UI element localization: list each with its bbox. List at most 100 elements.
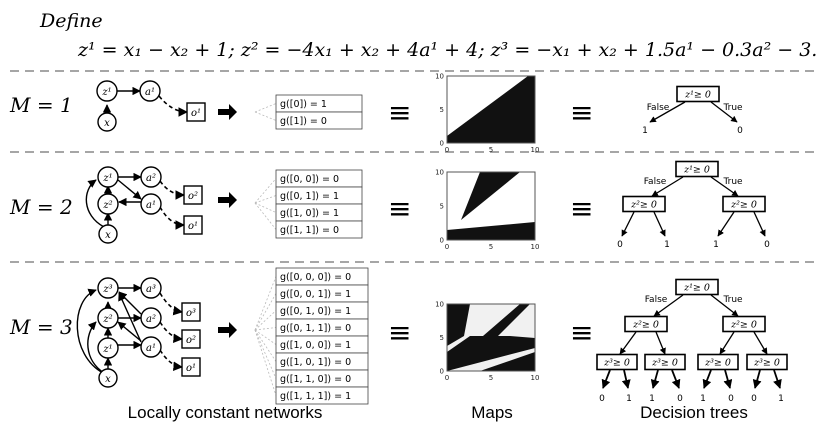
svg-text:z²: z² xyxy=(102,314,112,325)
node-a3 xyxy=(140,277,162,299)
equiv-symbol: ≡ xyxy=(388,96,411,129)
branch-label-false: False xyxy=(644,177,667,187)
tree-node xyxy=(624,315,668,333)
node-o2 xyxy=(183,185,203,205)
branch-label-false: False xyxy=(645,295,668,305)
map-x-tick: 0 xyxy=(445,243,449,251)
map-y-tick: 5 xyxy=(440,334,444,342)
tree-node xyxy=(675,278,719,296)
tree-node xyxy=(697,353,739,371)
leaf-value: 0 xyxy=(737,126,743,136)
map-x-tick: 0 xyxy=(445,374,449,382)
map-x-tick: 5 xyxy=(489,243,493,251)
svg-text:x: x xyxy=(105,374,111,385)
table-cell: g([0, 1, 1]) = 0 xyxy=(280,323,351,334)
leaf-value: 1 xyxy=(778,394,784,404)
tree-node xyxy=(644,353,686,371)
svg-text:a¹: a¹ xyxy=(145,87,155,98)
node-o3 xyxy=(181,302,201,322)
node-a1 xyxy=(140,193,162,215)
map-x-tick: 0 xyxy=(445,146,449,154)
table-cell: g([1]) = 0 xyxy=(280,116,327,127)
map-y-tick: 0 xyxy=(440,140,444,148)
leaf-value: 0 xyxy=(599,394,605,404)
table-cell: g([1, 0, 1]) = 0 xyxy=(280,357,351,368)
table-cell: g([1, 1]) = 0 xyxy=(280,225,339,236)
leaf-value: 0 xyxy=(617,240,623,250)
map-x-tick: 5 xyxy=(489,146,493,154)
row-label-m1: M = 1 xyxy=(9,93,73,117)
table-cell: g([0, 1, 0]) = 1 xyxy=(280,306,351,317)
tree-node-label: z¹≥ 0 xyxy=(683,283,710,294)
branch-label-true: True xyxy=(722,295,743,305)
row-label-m3: M = 3 xyxy=(9,315,73,339)
tree-node-label: z³≥ 0 xyxy=(603,358,630,369)
node-z1 xyxy=(96,80,118,102)
map-x-tick: 5 xyxy=(489,374,493,382)
leaf-value: 0 xyxy=(677,394,683,404)
leaf-value: 1 xyxy=(713,240,719,250)
svg-text:z¹: z¹ xyxy=(101,87,111,98)
svg-text:o¹: o¹ xyxy=(191,108,201,119)
node-z3 xyxy=(97,277,119,299)
leaf-value: 1 xyxy=(626,394,632,404)
table-cell: g([0, 0, 0]) = 0 xyxy=(280,272,351,283)
tree-node xyxy=(722,195,766,213)
equiv-symbol: ≡ xyxy=(570,192,593,225)
node-a1 xyxy=(140,336,162,358)
tree-node xyxy=(676,85,720,103)
map-y-tick: 10 xyxy=(435,301,444,309)
map-y-tick: 0 xyxy=(440,237,444,245)
tree-node xyxy=(596,353,638,371)
svg-text:a²: a² xyxy=(146,173,156,184)
equiv-symbol: ≡ xyxy=(570,96,593,129)
tree-node-label: z²≥ 0 xyxy=(630,200,657,211)
node-o1 xyxy=(186,102,206,122)
node-z2 xyxy=(97,193,119,215)
node-x xyxy=(98,368,118,388)
lookup-table-m3: g([0, 0, 0]) = 0g([0, 0, 1]) = 1g([0, 1,… xyxy=(254,267,369,405)
leaf-value: 1 xyxy=(642,126,648,136)
lookup-tables: g([0]) = 1g([1]) = 0g([0, 0]) = 0g([0, 1… xyxy=(254,94,369,405)
map-m3 xyxy=(446,303,536,372)
leaf-value: 0 xyxy=(764,240,770,250)
svg-text:a¹: a¹ xyxy=(146,343,156,354)
branch-label-true: True xyxy=(722,177,743,187)
right-arrow-icon xyxy=(218,192,237,208)
svg-text:a³: a³ xyxy=(146,284,156,295)
network-m2: z¹ z² x a² a¹ o² o¹ xyxy=(85,166,203,244)
right-arrow-icon xyxy=(218,322,237,338)
node-z1 xyxy=(97,337,119,359)
tree-node-label: z²≥ 0 xyxy=(632,320,659,331)
node-x xyxy=(98,224,118,244)
leaf-value: 0 xyxy=(728,394,734,404)
node-x xyxy=(97,112,117,132)
node-a2 xyxy=(140,166,162,188)
map-x-tick: 10 xyxy=(531,374,540,382)
lookup-table-m2: g([0, 0]) = 0g([0, 1]) = 1g([1, 0]) = 1g… xyxy=(254,169,363,239)
tree-node-label: z³≥ 0 xyxy=(651,358,678,369)
define-label: Define xyxy=(39,10,103,32)
equiv-symbol: ≡ xyxy=(570,316,593,349)
tree-node-label: z¹≥ 0 xyxy=(683,165,710,176)
svg-text:z¹: z¹ xyxy=(102,344,112,355)
tree-node xyxy=(722,315,766,333)
network-m1: z¹ x a¹ o¹ xyxy=(96,80,206,132)
table-row xyxy=(275,111,363,130)
svg-text:o³: o³ xyxy=(186,308,196,319)
leaf-value: 1 xyxy=(700,394,706,404)
map-m1 xyxy=(446,75,536,144)
map-x-tick: 10 xyxy=(531,146,540,154)
map-y-tick: 10 xyxy=(435,73,444,81)
branch-label-true: True xyxy=(722,103,743,113)
right-arrow-icon xyxy=(218,104,237,120)
map-y-tick: 5 xyxy=(440,106,444,114)
leaf-value: 0 xyxy=(751,394,757,404)
table-cell: g([1, 0, 0]) = 1 xyxy=(280,340,351,351)
svg-text:x: x xyxy=(105,230,111,241)
tree-node xyxy=(746,353,788,371)
